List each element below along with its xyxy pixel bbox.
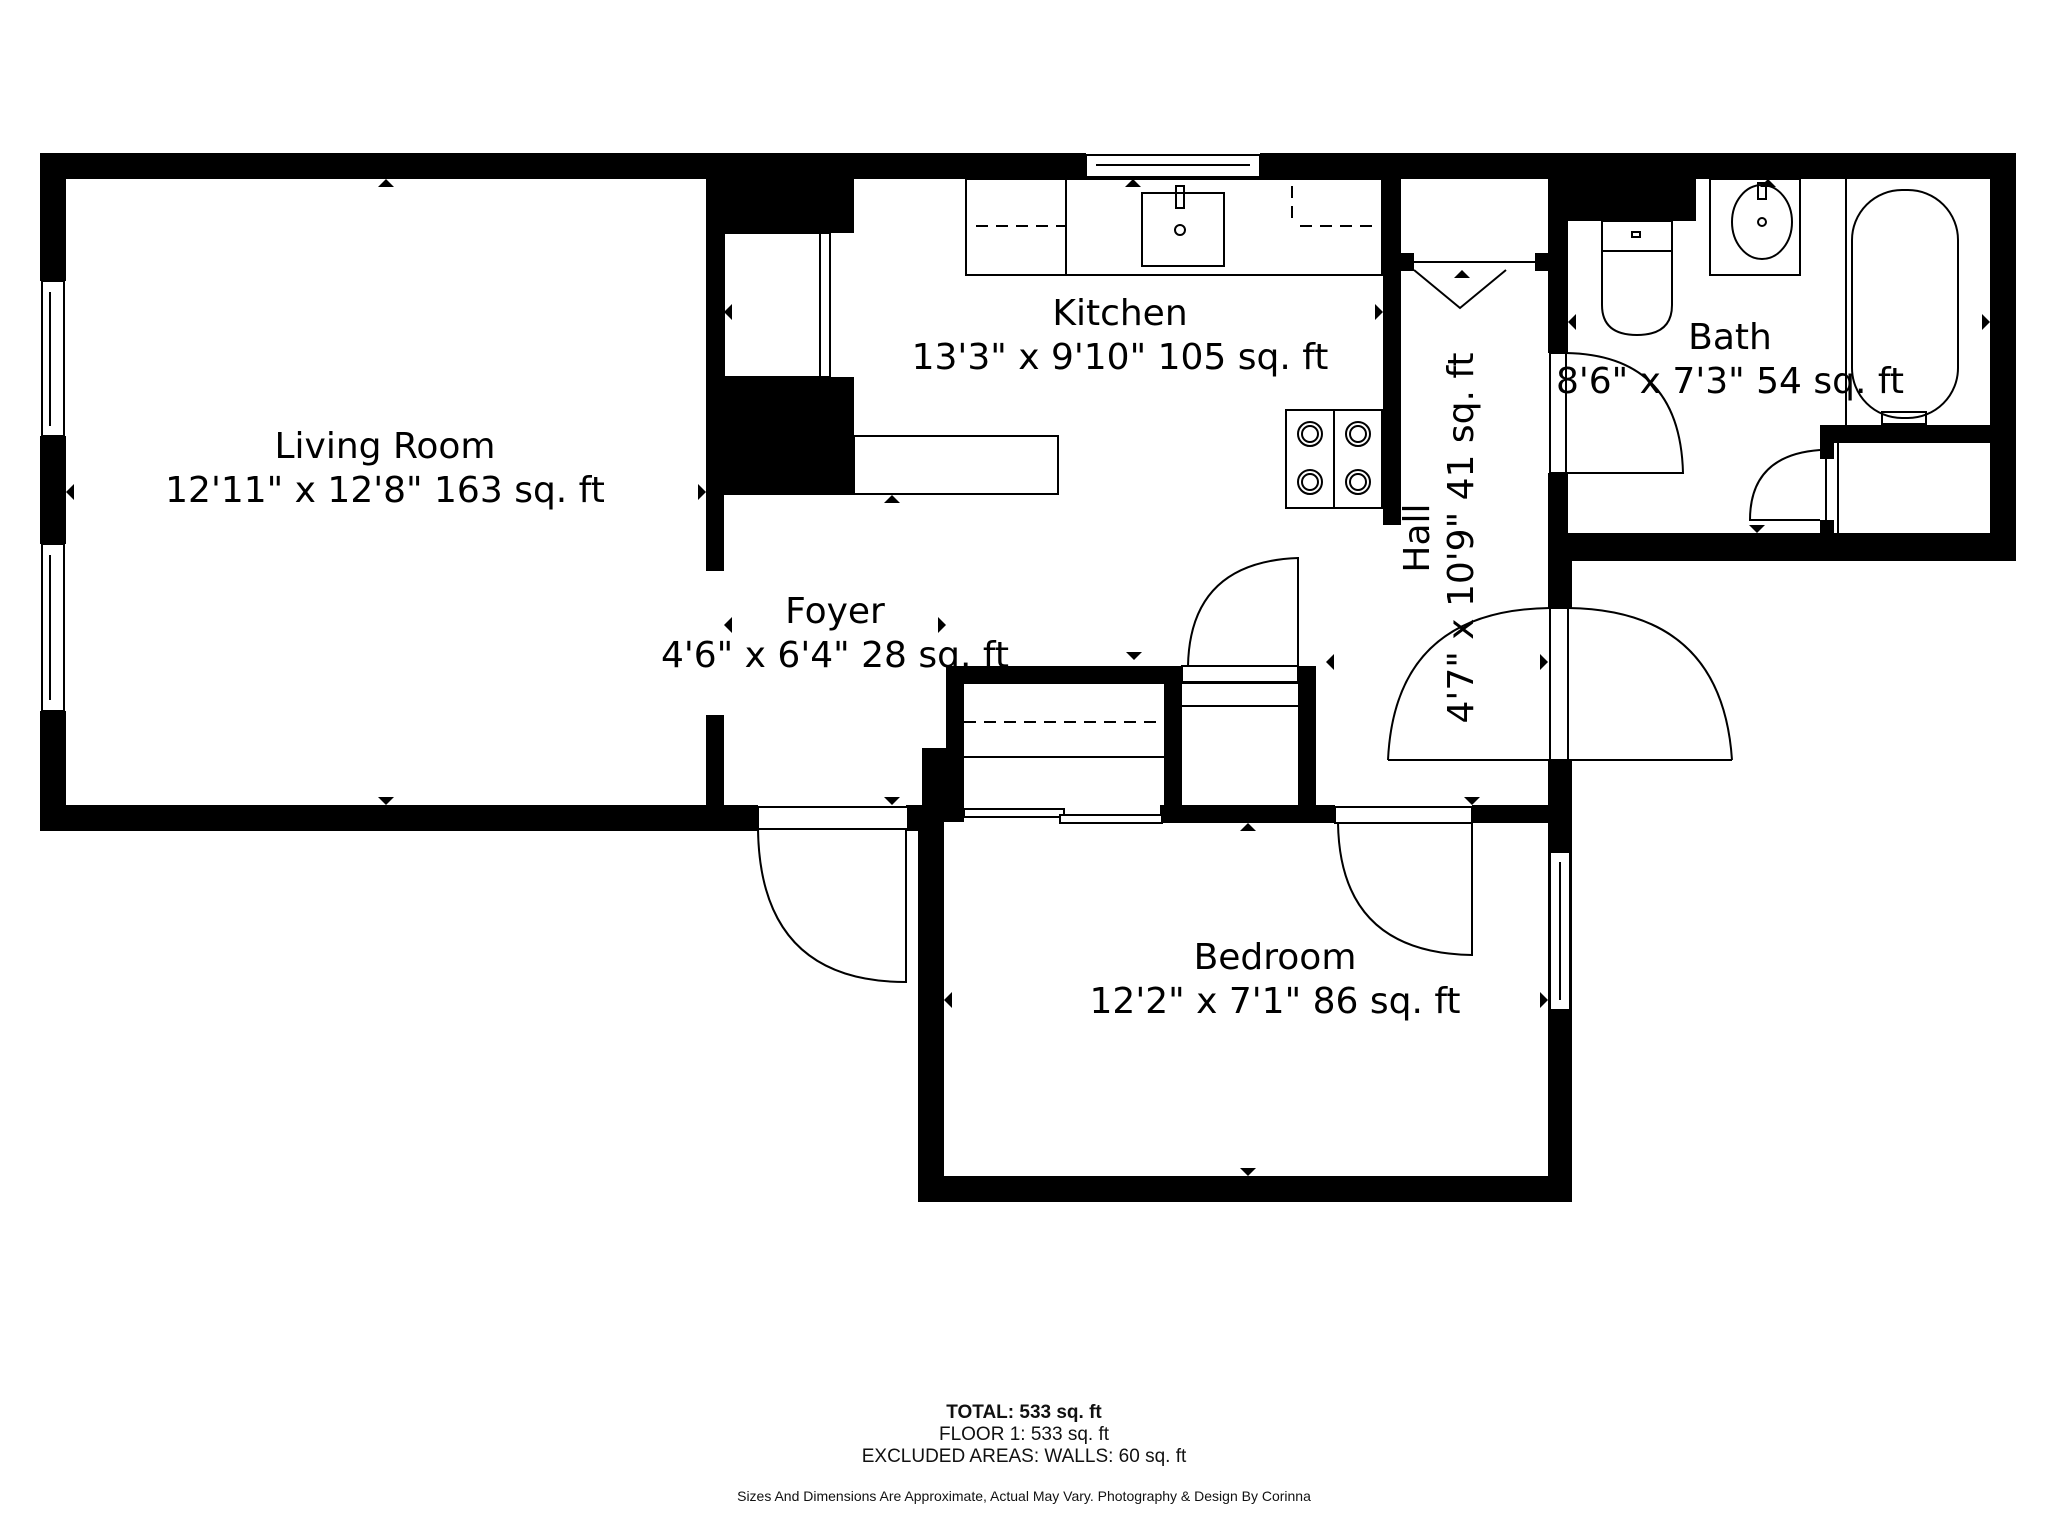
windows <box>41 154 1571 1011</box>
floor-area: FLOOR 1: 533 sq. ft <box>938 1424 1110 1445</box>
bath-fixtures <box>1601 178 1959 533</box>
room-dimensions: 12'11" x 12'8" 163 sq. ft <box>165 470 605 511</box>
room-name: Bath <box>1688 317 1772 358</box>
room-label-hall: Hall 4'7" x 10'9" 41 sq. ft <box>1396 328 1484 748</box>
room-name: Kitchen <box>1052 293 1188 334</box>
room-name: Bedroom <box>1193 937 1357 978</box>
dimension-markers <box>66 179 1990 1176</box>
room-dimensions: 12'2" x 7'1" 86 sq. ft <box>1089 981 1461 1022</box>
closet-shelves <box>964 705 1298 758</box>
room-label-kitchen: Kitchen 13'3" x 9'10" 105 sq. ft <box>880 292 1360 380</box>
room-dimensions: 13'3" x 9'10" 105 sq. ft <box>911 337 1329 378</box>
room-dimensions: 8'6" x 7'3" 54 sq. ft <box>1555 361 1905 402</box>
disclaimer-note: Sizes And Dimensions Are Approximate, Ac… <box>737 1488 1311 1504</box>
kitchen-fixtures <box>723 178 1383 509</box>
room-label-foyer: Foyer 4'6" x 6'4" 28 sq. ft <box>620 590 1050 678</box>
total-area: TOTAL: 533 sq. ft <box>946 1402 1102 1423</box>
room-dimensions: 4'6" x 6'4" 28 sq. ft <box>660 635 1010 676</box>
excluded-areas: EXCLUDED AREAS: WALLS: 60 sq. ft <box>861 1446 1187 1467</box>
room-label-bath: Bath 8'6" x 7'3" 54 sq. ft <box>1530 316 1930 404</box>
room-dimensions: 4'7" x 10'9" 41 sq. ft <box>1441 352 1482 724</box>
room-name: Foyer <box>785 591 885 632</box>
room-name: Hall <box>1397 503 1438 573</box>
room-label-bedroom: Bedroom 12'2" x 7'1" 86 sq. ft <box>1050 936 1500 1024</box>
room-label-living-room: Living Room 12'11" x 12'8" 163 sq. ft <box>140 425 630 513</box>
room-name: Living Room <box>274 426 496 467</box>
doors <box>757 261 1733 984</box>
